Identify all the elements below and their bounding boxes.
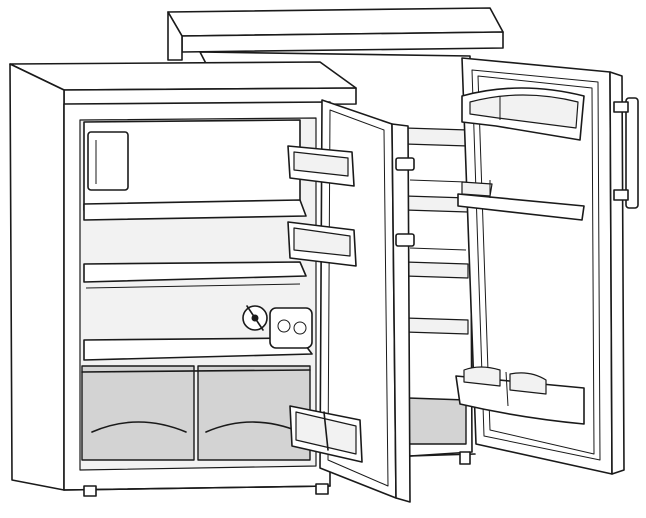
back-fridge-drawer [407, 397, 467, 445]
back-door-bottle-shelf [455, 375, 585, 425]
shelf-2 [83, 337, 313, 361]
freezer-door-handle-recess [87, 131, 129, 191]
front-door-edge [391, 123, 411, 503]
back-fridge-door [455, 57, 639, 475]
back-door-shelf-middle [457, 193, 585, 221]
front-door-hinge-top [395, 157, 415, 171]
back-door-inner-frame [471, 69, 601, 461]
back-door-handle [625, 97, 639, 209]
front-fridge-door [287, 99, 415, 503]
lamp-cover [269, 307, 313, 349]
crisper-drawer-left [81, 365, 195, 461]
temperature-knob [242, 305, 268, 331]
front-door-hinge-bottom [395, 233, 415, 247]
front-fridge-top [9, 61, 357, 91]
front-fridge-foot-left [83, 485, 97, 497]
back-fridge-side [167, 11, 183, 61]
back-fridge-foot [459, 451, 471, 465]
freezer-compartment [83, 119, 307, 221]
front-fridge-side [9, 63, 65, 491]
back-fridge-top-front [181, 31, 504, 53]
back-fridge-top [167, 7, 504, 37]
front-fridge-foot-right [315, 483, 329, 495]
shelf-1 [83, 261, 307, 283]
front-fridge [9, 61, 415, 503]
front-fridge-shelves [83, 261, 313, 361]
